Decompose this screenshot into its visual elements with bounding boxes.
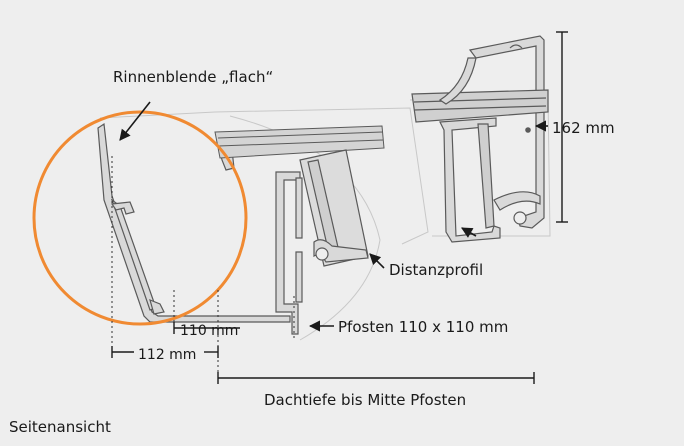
- leader-arrows: [119, 101, 548, 332]
- distanzprofil-label: Distanzprofil: [389, 261, 483, 279]
- dim-112-label: 112 mm: [138, 347, 196, 363]
- dim-112: [111, 346, 219, 358]
- right-detail-profile: [411, 35, 549, 243]
- height-dimension: [556, 31, 568, 223]
- height-label: 162 mm: [552, 119, 615, 137]
- rinnenblende-label: Rinnenblende „flach“: [113, 68, 273, 86]
- dim-110: [173, 322, 240, 334]
- post-profile: [275, 149, 369, 335]
- view-label: Seitenansicht: [9, 418, 111, 436]
- depth-dimension: [217, 372, 535, 384]
- highlight-circle: [32, 110, 248, 326]
- dim-110-label: 110 mm: [180, 323, 238, 339]
- dachtiefe-label: Dachtiefe bis Mitte Pfosten: [264, 391, 466, 409]
- pfosten-label: Pfosten 110 x 110 mm: [338, 318, 508, 336]
- roof-panel: [214, 125, 385, 159]
